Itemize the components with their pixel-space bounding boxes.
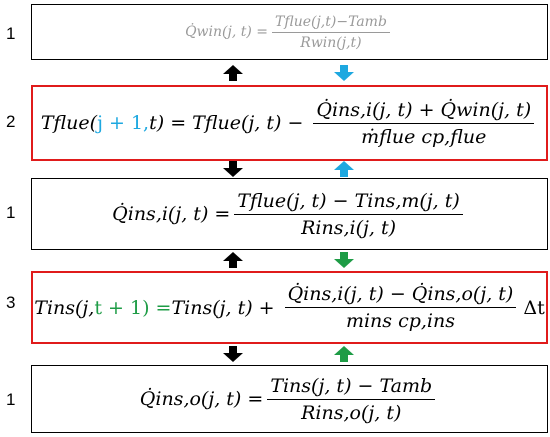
equation-flue-temperature: Tflue( j + 1, t) = Tflue(j, t) − Q̇ins,i… — [41, 99, 538, 148]
equation-insulation-temperature: Tins(j, t + 1) = Tins(j, t) + Q̇ins,i(j,… — [34, 283, 544, 332]
row-1-label: 1 — [6, 24, 16, 43]
row-3-label: 1 — [6, 203, 16, 222]
equation-lhs-part-a: Tflue( — [40, 112, 98, 134]
green-up-arrow-icon — [334, 346, 354, 362]
numerator: Q̇ins,i(j, t) − Q̇ins,o(j, t) — [284, 283, 517, 308]
green-down-arrow-icon — [334, 252, 354, 268]
denominator: ṁflue cp,flue — [361, 125, 487, 148]
numerator: Q̇ins,i(j, t) + Q̇win(j, t) — [313, 99, 535, 124]
row-4-label: 3 — [6, 293, 16, 312]
black-down-arrow-icon — [223, 346, 243, 362]
fraction: Tins(j, t) − Tamb Rins,o(j, t) — [267, 375, 436, 424]
denominator: Rwin(j,t) — [300, 34, 362, 51]
highlighted-term: j + 1, — [97, 112, 150, 134]
equation-box-outer-insulation-heat: Q̇ins,o(j, t) = Tins(j, t) − Tamb Rins,o… — [31, 365, 548, 433]
time-step: Δt — [523, 296, 545, 319]
fraction: Tflue(j,t)−Tamb Rwin(j,t) — [272, 14, 390, 51]
equation-box-flue-temperature: Tflue( j + 1, t) = Tflue(j, t) − Q̇ins,i… — [31, 85, 548, 161]
numerator: Tins(j, t) − Tamb — [267, 375, 436, 400]
highlighted-term: t + 1) = — [94, 296, 172, 319]
denominator: Rins,o(j, t) — [301, 401, 402, 424]
equation-box-window-heat-loss: Q̇win(j, t) = Tflue(j,t)−Tamb Rwin(j,t) — [31, 4, 548, 60]
equation-lhs: Q̇ins,i(j, t) = — [112, 203, 231, 225]
equation-lhs-part-a: Tins(j, — [34, 296, 95, 319]
equation-lhs-part-b: Tins(j, t) + — [171, 296, 275, 319]
equation-outer-insulation-heat: Q̇ins,o(j, t) = Tins(j, t) − Tamb Rins,o… — [140, 375, 439, 424]
equation-box-inner-insulation-heat: Q̇ins,i(j, t) = Tflue(j, t) − Tins,m(j, … — [31, 178, 548, 250]
equation-lhs-part-b: t) = Tflue(j, t) − — [149, 112, 304, 134]
black-up-arrow-icon — [223, 65, 243, 81]
denominator: Rins,i(j, t) — [301, 216, 397, 239]
numerator: Tflue(j,t)−Tamb — [272, 14, 390, 33]
fraction: Q̇ins,i(j, t) + Q̇win(j, t) ṁflue cp,flu… — [313, 99, 535, 148]
denominator: mins cp,ins — [345, 310, 455, 332]
equation-lhs: Q̇win(j, t) = — [185, 24, 269, 40]
row-2-label: 2 — [6, 112, 16, 131]
equation-box-insulation-temperature: Tins(j, t + 1) = Tins(j, t) + Q̇ins,i(j,… — [31, 271, 548, 344]
fraction: Tflue(j, t) − Tins,m(j, t) Rins,i(j, t) — [234, 190, 463, 239]
black-down-arrow-icon — [223, 161, 243, 177]
blue-up-arrow-icon — [334, 161, 354, 177]
equation-window-heat-loss: Q̇win(j, t) = Tflue(j,t)−Tamb Rwin(j,t) — [185, 14, 394, 51]
equation-inner-insulation-heat: Q̇ins,i(j, t) = Tflue(j, t) − Tins,m(j, … — [112, 190, 467, 239]
equation-lhs: Q̇ins,o(j, t) = — [139, 388, 264, 410]
blue-down-arrow-icon — [334, 65, 354, 81]
fraction: Q̇ins,i(j, t) − Q̇ins,o(j, t) mins cp,in… — [284, 283, 517, 332]
numerator: Tflue(j, t) − Tins,m(j, t) — [234, 190, 463, 215]
row-5-label: 1 — [6, 390, 16, 409]
black-up-arrow-icon — [223, 252, 243, 268]
